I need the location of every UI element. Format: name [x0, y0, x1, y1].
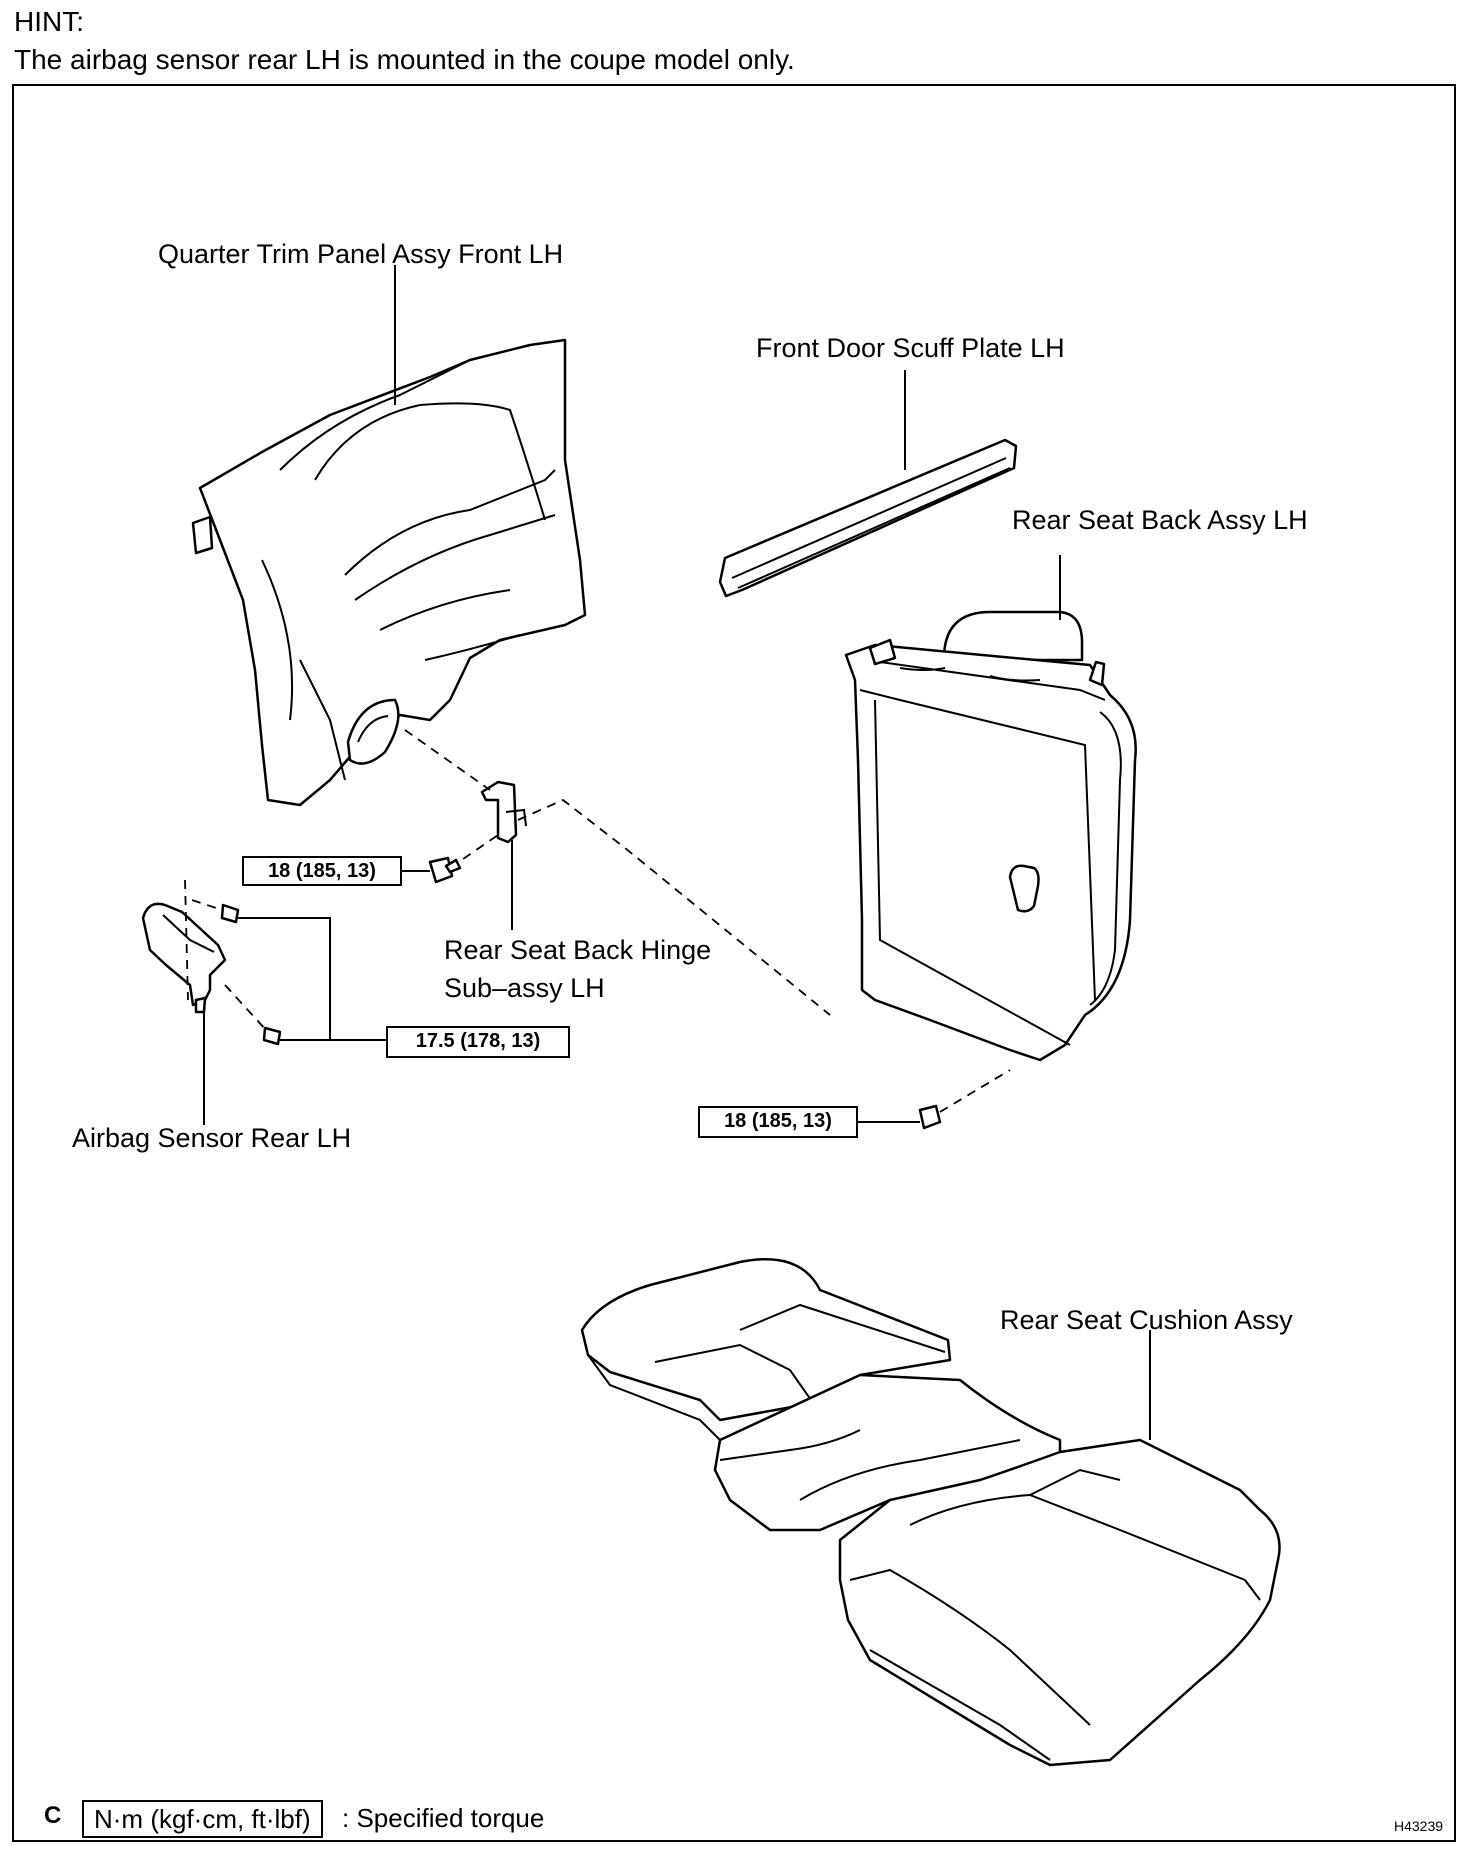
corner-letter: C	[44, 1802, 62, 1829]
scuff-plate-drawing	[718, 370, 1018, 598]
torque-hinge-bolt: 18 (185, 13)	[242, 856, 402, 886]
label-rear-seat-cushion: Rear Seat Cushion Assy	[1000, 1305, 1293, 1335]
torque-unit-description: : Specified torque	[342, 1803, 545, 1833]
label-quarter-trim-panel: Quarter Trim Panel Assy Front LH	[158, 239, 564, 269]
diagram-frame	[12, 84, 1456, 1842]
label-front-door-scuff-plate: Front Door Scuff Plate LH	[756, 333, 1065, 363]
hint-title: HINT:	[14, 6, 84, 37]
quarter-trim-panel-drawing	[191, 265, 587, 807]
torque-seat-back-bolt: 18 (185, 13)	[698, 1106, 858, 1138]
label-rear-seat-back: Rear Seat Back Assy LH	[1012, 505, 1308, 535]
figure-id: H43239	[1394, 1818, 1444, 1834]
label-seat-back-hinge-line2: Sub–assy LH	[444, 973, 605, 1003]
label-airbag-sensor: Airbag Sensor Rear LH	[72, 1123, 352, 1153]
seat-back-drawing	[844, 555, 1137, 1062]
hinge-bracket-drawing	[404, 729, 831, 1016]
hint-text: The airbag sensor rear LH is mounted in …	[14, 44, 795, 75]
torque-sensor-bolts: 17.5 (178, 13)	[386, 1026, 570, 1058]
torque-unit-box: N·m (kgf·cm, ft·lbf)	[82, 1800, 323, 1838]
seat-cushion-drawing	[580, 1258, 1281, 1767]
seat-back-bolt-drawing	[858, 1069, 1011, 1130]
label-seat-back-hinge-line1: Rear Seat Back Hinge	[444, 935, 712, 965]
hinge-bolt-drawing	[400, 856, 462, 884]
airbag-sensor-drawing	[141, 879, 386, 1125]
